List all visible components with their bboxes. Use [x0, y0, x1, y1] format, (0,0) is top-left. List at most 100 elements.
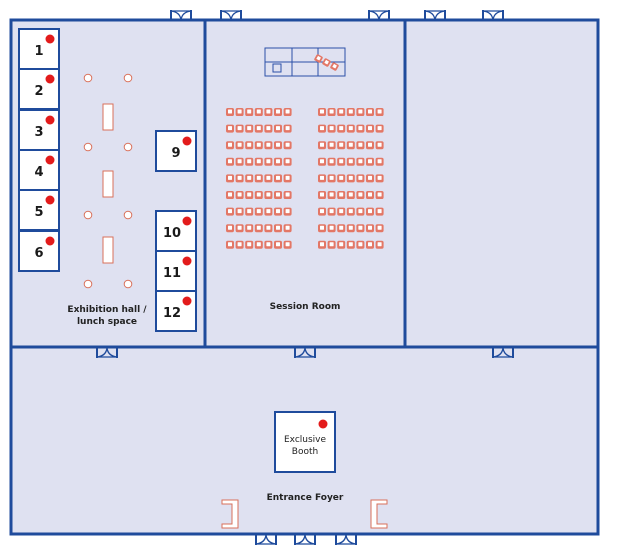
chair-icon	[283, 141, 292, 150]
red-dot-icon	[182, 256, 192, 266]
chair-icon	[254, 174, 263, 183]
booth-number: 5	[34, 205, 43, 220]
chair-icon	[337, 207, 346, 216]
booth-10[interactable]: 10	[155, 210, 197, 252]
booth-4[interactable]: 4	[18, 149, 60, 191]
exhibition-furniture	[83, 73, 133, 289]
chair-icon	[283, 224, 292, 233]
chair-icon	[356, 207, 365, 216]
exclusive-booth[interactable]: Exclusive Booth	[274, 411, 336, 473]
double-door-icon[interactable]	[368, 10, 390, 21]
counter-icon	[221, 499, 239, 529]
room-label-exhibition-line2: lunch space	[77, 317, 137, 327]
double-door-icon[interactable]	[96, 347, 118, 358]
double-door-icon[interactable]	[220, 10, 242, 21]
booth-number: 4	[34, 165, 43, 180]
chair-icon	[318, 108, 326, 116]
round-table-icon	[123, 210, 133, 220]
chair-icon	[235, 141, 244, 150]
chair-icon	[226, 174, 234, 183]
chair-icon	[283, 207, 292, 216]
chair-icon	[264, 108, 273, 116]
chair-icon	[337, 240, 346, 249]
chair-icon	[327, 224, 336, 233]
round-table-icon	[123, 73, 133, 83]
chair-icon	[235, 157, 244, 166]
exclusive-booth-label-line2: Booth	[292, 447, 318, 457]
chair-icon	[245, 191, 254, 199]
chair-icon	[327, 174, 336, 183]
chair-icon	[327, 124, 336, 133]
double-door-icon[interactable]	[170, 10, 192, 21]
chair-icon	[375, 207, 384, 216]
chair-icon	[235, 174, 244, 183]
double-door-icon[interactable]	[255, 534, 277, 545]
chair-icon	[346, 108, 355, 116]
chair-icon	[254, 207, 263, 216]
booth-11[interactable]: 11	[155, 250, 197, 292]
booth-3[interactable]: 3	[18, 109, 60, 151]
red-dot-icon	[182, 216, 192, 226]
chair-icon	[264, 207, 273, 216]
booth-2[interactable]: 2	[18, 68, 60, 110]
chair-icon	[375, 191, 384, 199]
chair-icon	[235, 124, 244, 133]
chair-icon	[346, 240, 355, 249]
chair-icon	[346, 124, 355, 133]
chair-icon	[283, 108, 292, 116]
chair-icon	[254, 141, 263, 150]
red-dot-icon	[182, 296, 192, 306]
chair-icon	[235, 191, 244, 199]
room-label-foyer: Entrance Foyer	[267, 493, 344, 503]
chair-icon	[366, 240, 374, 249]
chair-icon	[318, 174, 326, 183]
double-door-icon[interactable]	[294, 534, 316, 545]
chair-icon	[283, 157, 292, 166]
double-door-icon[interactable]	[294, 347, 316, 358]
chair-icon	[318, 141, 326, 150]
double-door-icon[interactable]	[482, 10, 504, 21]
chair-icon	[245, 174, 254, 183]
booth-5[interactable]: 5	[18, 189, 60, 231]
red-dot-icon	[182, 136, 192, 146]
chair-icon	[226, 207, 234, 216]
booth-12[interactable]: 12	[155, 290, 197, 332]
booth-9[interactable]: 9	[155, 130, 197, 172]
chair-icon	[245, 157, 254, 166]
chair-icon	[337, 157, 346, 166]
chair-icon	[283, 191, 292, 199]
chair-icon	[375, 108, 384, 116]
double-door-icon[interactable]	[424, 10, 446, 21]
chair-icon	[322, 58, 331, 67]
chair-icon	[327, 157, 336, 166]
chair-icon	[337, 174, 346, 183]
round-table-icon	[83, 73, 93, 83]
chair-icon	[264, 157, 273, 166]
booth-number: 2	[34, 84, 43, 99]
outer-wall	[9, 18, 600, 536]
chair-icon	[235, 240, 244, 249]
booth-6[interactable]: 6	[18, 230, 60, 272]
chair-icon	[366, 207, 374, 216]
chair-icon	[235, 207, 244, 216]
chair-icon	[264, 124, 273, 133]
chair-icon	[327, 191, 336, 199]
double-door-icon[interactable]	[492, 347, 514, 358]
chair-icon	[337, 124, 346, 133]
chair-icon	[337, 191, 346, 199]
chair-icon	[274, 174, 282, 183]
exclusive-booth-label: Exclusive	[284, 435, 327, 445]
chair-icon	[254, 240, 263, 249]
chair-icon	[318, 191, 326, 199]
chair-icon	[254, 124, 263, 133]
chair-icon	[274, 157, 282, 166]
chair-icon	[283, 174, 292, 183]
chair-icon	[346, 157, 355, 166]
chair-icon	[245, 240, 254, 249]
double-door-icon[interactable]	[335, 534, 357, 545]
booth-1[interactable]: 1	[18, 28, 60, 70]
chair-icon	[264, 191, 273, 199]
red-dot-icon	[45, 236, 55, 246]
